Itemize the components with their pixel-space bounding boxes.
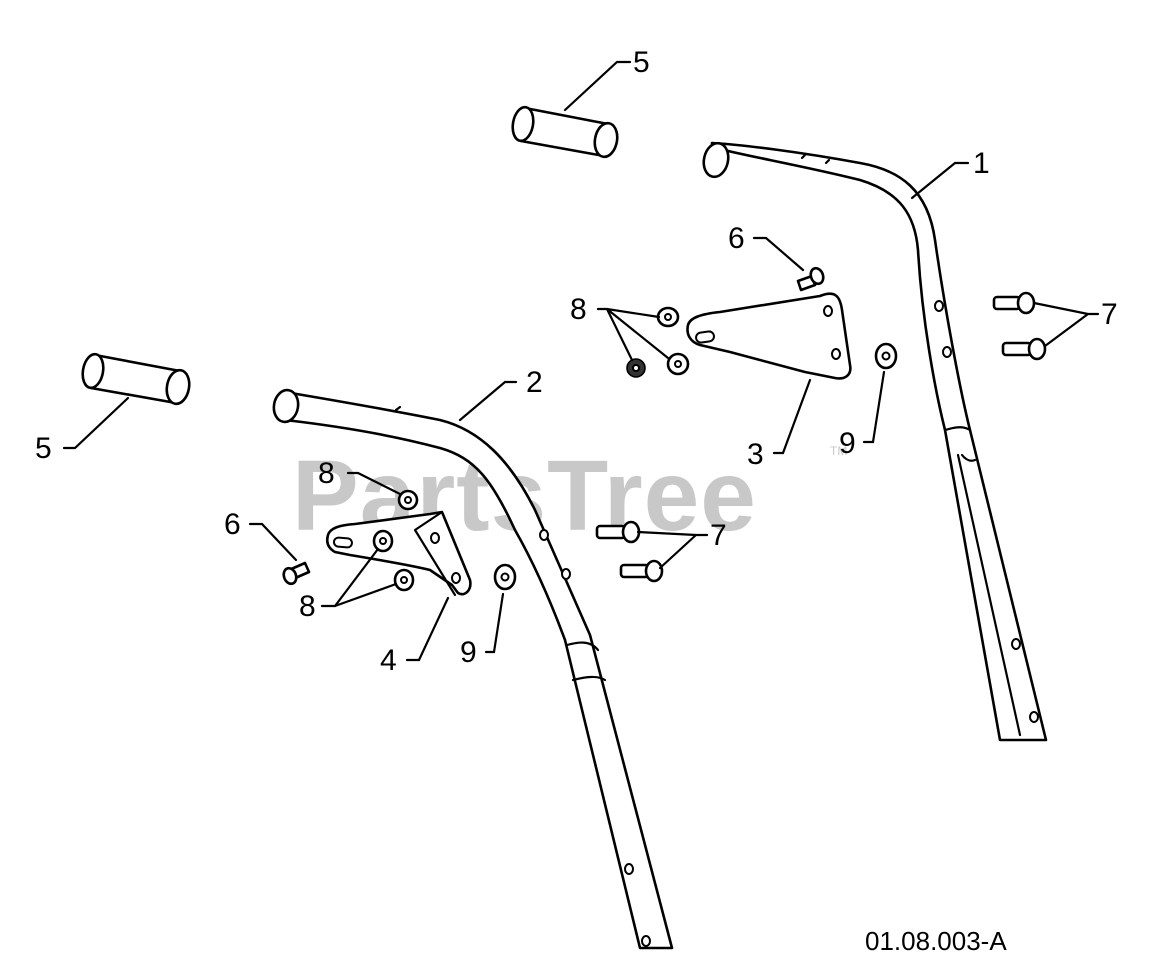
bolt-part-6-left (282, 561, 311, 586)
callout-2: 2 (526, 366, 543, 399)
callout-5-upper: 5 (633, 46, 650, 79)
callout-6-left: 6 (224, 508, 241, 541)
washer-part-8-group-right (626, 306, 690, 378)
grip-part-5-upper (511, 105, 619, 159)
callout-9-right: 9 (839, 427, 856, 460)
callout-8-right: 8 (570, 293, 587, 326)
callout-7-right: 7 (1101, 298, 1118, 331)
callout-7-left: 7 (710, 519, 727, 552)
carriage-bolt-part-7-a (992, 291, 1036, 315)
washer-part-9-left (493, 563, 517, 591)
drawing-number: 01.08.003-A (865, 926, 1007, 956)
callout-4: 4 (380, 644, 397, 677)
carriage-bolt-part-7-c (595, 520, 641, 544)
bolt-part-6-right (796, 266, 825, 292)
bracket-part-3 (686, 292, 852, 380)
grip-part-5-lower (81, 352, 191, 406)
watermark-trademark: TM (830, 444, 847, 458)
callout-8-middle: 8 (318, 457, 335, 490)
callout-labels: 1 2 3 4 5 5 6 6 7 7 8 8 8 9 9 (35, 46, 1118, 677)
handle-part-2 (272, 388, 674, 950)
callout-1: 1 (973, 147, 990, 180)
leader-lines (62, 60, 1100, 662)
washer-part-9-right (874, 342, 898, 370)
carriage-bolt-part-7-b (1001, 337, 1047, 361)
washer-part-8-group-left (372, 489, 419, 592)
callout-3: 3 (747, 438, 764, 471)
callout-5-lower: 5 (35, 432, 52, 465)
callout-8-left: 8 (299, 590, 316, 623)
handle-part-1 (702, 141, 1048, 742)
bracket-part-4 (325, 510, 472, 597)
carriage-bolt-part-7-d (619, 559, 664, 583)
callout-6-right: 6 (728, 222, 745, 255)
callout-9-left: 9 (460, 636, 477, 669)
